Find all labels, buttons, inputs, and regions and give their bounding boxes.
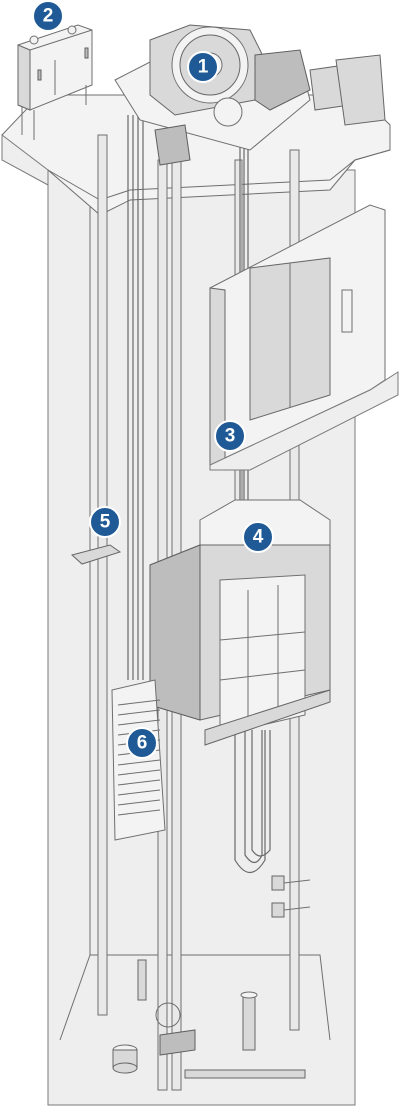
elevator-car <box>149 499 331 746</box>
callout-2: 2 <box>32 0 64 32</box>
callout-4-label: 4 <box>253 527 264 548</box>
callout-4: 4 <box>242 521 274 553</box>
counterweight <box>111 679 166 841</box>
interlock-devices <box>271 875 311 918</box>
callout-6: 6 <box>126 727 158 759</box>
pit-equipment <box>112 959 306 1079</box>
controller-cabinet <box>17 24 93 140</box>
callout-1: 1 <box>187 51 219 83</box>
callout-6-label: 6 <box>137 733 148 754</box>
callout-1-label: 1 <box>198 57 209 78</box>
callout-3: 3 <box>214 420 246 452</box>
landing-door <box>209 204 399 471</box>
callout-3-label: 3 <box>225 426 236 447</box>
callout-5: 5 <box>89 506 121 538</box>
callout-5-label: 5 <box>100 512 111 533</box>
rail-bracket <box>70 544 122 565</box>
callout-2-label: 2 <box>43 6 54 27</box>
